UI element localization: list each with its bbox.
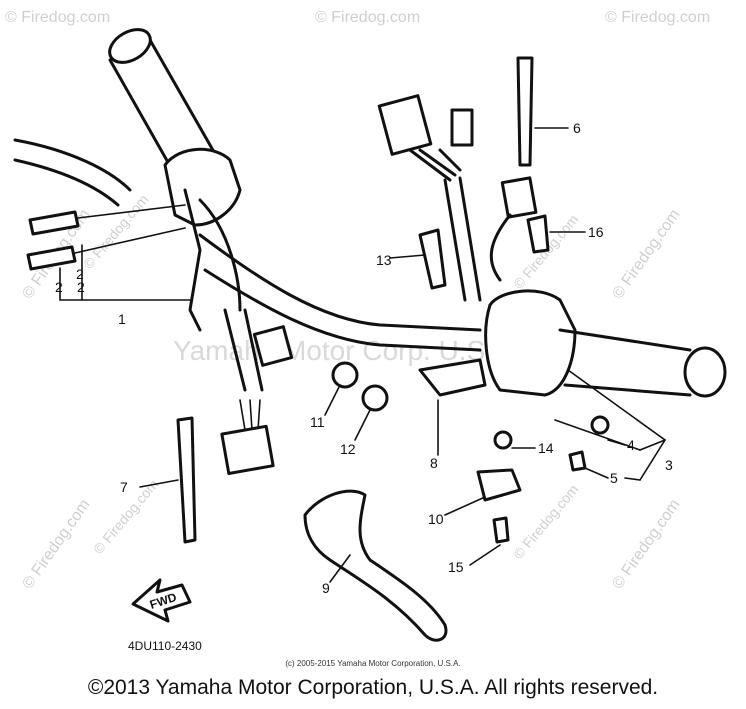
left-handlebar [13, 28, 482, 352]
parts-diagram: © Firedog.com © Firedog.com © Firedog.co… [5, 9, 727, 653]
cable-tie-6 [516, 56, 569, 167]
right-switch-housing [484, 289, 727, 481]
watermark-corner: © Firedog.com [609, 496, 683, 592]
lever-holder-8 [418, 358, 487, 456]
callout-6: 6 [573, 120, 581, 136]
callout-11: 11 [310, 414, 325, 430]
drawing-code: 4DU110-2430 [128, 639, 202, 653]
callout-16: 16 [588, 224, 604, 240]
fwd-arrow: FWD [131, 578, 192, 623]
left-harness [220, 308, 294, 476]
callout-14: 14 [538, 440, 554, 456]
callout-2: 2 [77, 279, 85, 295]
brake-lever-9 [303, 489, 448, 642]
callout-1: 1 [118, 311, 126, 327]
small-copyright: (c) 2005-2015 Yamaha Motor Corporation, … [285, 659, 461, 668]
callout-7: 7 [120, 479, 128, 495]
callout-labels: 1 2 2 2 3 13 4 5 6 7 8 9 10 11 12 14 15 … [55, 120, 673, 596]
callout-8: 8 [430, 455, 438, 471]
watermark-corner: © Firedog.com [19, 496, 93, 592]
left-switch-housing [163, 147, 242, 332]
watermark-corner: © Firedog.com [605, 9, 710, 26]
right-harness [377, 94, 538, 302]
footer-copyright: ©2013 Yamaha Motor Corporation, U.S.A. A… [87, 676, 659, 699]
callout-15: 15 [448, 559, 464, 575]
callout-12: 12 [340, 441, 356, 457]
callout-5: 5 [610, 470, 618, 486]
nut-parts [324, 361, 389, 441]
screw-group-2 [26, 204, 191, 301]
callout-13: 13 [376, 252, 392, 268]
callout-4: 4 [627, 437, 635, 453]
watermark-corner: © Firedog.com [5, 9, 110, 26]
callout-3: 3 [665, 457, 673, 473]
watermark-corner: © Firedog.com [510, 481, 581, 562]
cable-tie-7 [139, 416, 197, 544]
leader-lines [624, 439, 666, 481]
small-screws [469, 415, 626, 566]
brake-switch-10 [444, 468, 522, 516]
bolts [389, 214, 586, 290]
watermark-corner: © Firedog.com [609, 206, 683, 302]
callout-9: 9 [322, 580, 330, 596]
callout-2: 2 [55, 279, 63, 295]
callout-10: 10 [428, 511, 444, 527]
watermark-corner: © Firedog.com [315, 9, 420, 26]
callout-2: 2 [76, 266, 84, 282]
